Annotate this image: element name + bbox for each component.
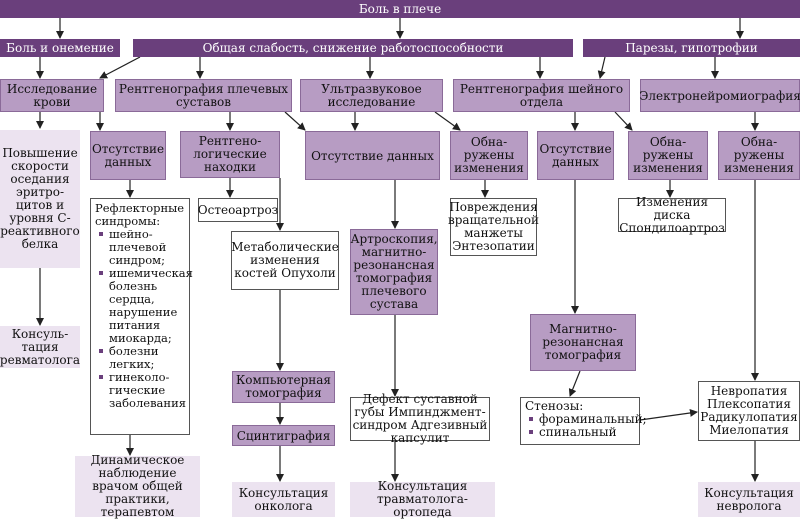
- reflex-title: Рефлекторные синдромы:: [95, 201, 185, 228]
- test-label: Электронейромиография: [639, 88, 800, 103]
- osteoarthrosis-box: Остеоартроз: [198, 198, 278, 222]
- no-data-text: Отсутствие данных: [91, 141, 165, 169]
- xray-findings-text: Рентгено­логические находки: [193, 134, 267, 174]
- metabolic-text: Метаболические изменения костей Опухоли: [231, 240, 339, 280]
- test-label: Ультразвуковое исследование: [321, 81, 422, 109]
- no-data-text: Отсутствие данных: [311, 148, 434, 163]
- category-paresis: Парезы, гипотрофии: [583, 39, 800, 57]
- reflex-item: болезни легких;: [99, 345, 193, 371]
- mri-box: Магнитно-резонансная томография: [530, 314, 636, 371]
- stenosis-item: спинальный: [529, 426, 647, 439]
- traumatologist-box: Консультация травматолога-ортопеда: [350, 479, 495, 519]
- arthroscopy-box: Артроскопия, магнитно-резонансная томогр…: [350, 229, 438, 315]
- disc-text: Изменения диска Спондилоартроз: [619, 194, 725, 235]
- neurologist-text: Консультация невролога: [704, 485, 794, 513]
- labrum-text: Дефект суставной губы Импинджмент-синдро…: [352, 392, 488, 445]
- stenosis-box: Стенозы: фораминальный; спинальный: [520, 397, 647, 445]
- stenosis-item: фораминальный;: [529, 412, 647, 426]
- rheumatologist-box: Консуль­тация ревматолога: [0, 326, 80, 368]
- test-label: Рентгенография шейного отдела: [459, 81, 624, 109]
- ct-box: Компьютерная томография: [232, 371, 335, 403]
- mri-text: Магнитно-резонансная томография: [542, 322, 624, 362]
- disc-box: Изменения диска Спондилоартроз: [618, 194, 726, 235]
- xray-shoulder-box: Рентгенография плечевых суставов: [115, 79, 292, 112]
- scintigraphy-box: Сцинтиграфия: [232, 425, 335, 446]
- category-label: Парезы, гипотрофии: [625, 41, 758, 55]
- no-data-box-2: Отсутствие данных: [305, 131, 440, 180]
- blood-result-box: Повышение скорости оседания эритро­цитов…: [0, 130, 80, 268]
- reflex-item: шейно-плечевой синдром;: [99, 228, 193, 267]
- observation-box: Динамическое наблюдение врачом общей пра…: [75, 453, 200, 519]
- cuff-text: Повреждения вращательной манжеты Энтезоп…: [447, 200, 540, 253]
- blood-test-box: Исследование крови: [0, 79, 104, 112]
- stenosis-title: Стенозы:: [525, 399, 584, 413]
- top-complaint-label: Боль в плече: [358, 2, 442, 16]
- changes-text: Обна­ружены изменения: [454, 135, 524, 175]
- oncologist-text: Консультация онколога: [238, 485, 329, 513]
- changes-box-2: Обна­ружены изменения: [628, 131, 708, 180]
- ultrasound-box: Ультразвуковое исследование: [300, 79, 443, 112]
- xray-findings-box: Рентгено­логические находки: [180, 131, 280, 178]
- neuro-diagnosis-box: Невропатия Плексопатия Радикулопатия Мие…: [698, 381, 800, 441]
- arthroscopy-text: Артроскопия, магнитно-резонансная томогр…: [350, 232, 438, 311]
- enmg-box: Электронейромиография: [639, 79, 800, 112]
- oncologist-box: Консультация онколога: [232, 482, 335, 517]
- category-pain-numbness: Боль и онемение: [0, 39, 120, 57]
- top-complaint: Боль в плече: [0, 0, 800, 18]
- xray-neck-box: Рентгенография шейного отдела: [453, 79, 630, 112]
- changes-text: Обна­ружены изменения: [724, 135, 794, 175]
- category-label: Общая слабость, снижение работоспособнос…: [202, 41, 504, 55]
- changes-box-1: Обна­ружены изменения: [450, 131, 528, 180]
- reflex-list: шейно-плечевой синдром; ишемическая боле…: [95, 228, 193, 410]
- category-label: Боль и онемение: [6, 41, 114, 55]
- blood-result-text: Повышение скорости оседания эритро­цитов…: [0, 146, 80, 251]
- no-data-text: Отсутствие данных: [539, 141, 612, 169]
- labrum-box: Дефект суставной губы Импинджмент-синдро…: [350, 393, 490, 445]
- no-data-box-3: Отсутствие данных: [537, 131, 614, 180]
- reflex-syndromes-box: Рефлекторные синдромы: шейно-плечевой си…: [90, 198, 193, 435]
- observation-text: Динамическое наблюдение врачом общей пра…: [90, 453, 185, 519]
- neuro-diagnosis-text: Невропатия Плексопатия Радикулопатия Мие…: [700, 384, 798, 437]
- rheumatologist-text: Консуль­тация ревматолога: [0, 326, 81, 367]
- reflex-item: гинеколо­гические заболевания: [99, 371, 193, 410]
- scintigraphy-text: Сцинтиграфия: [236, 428, 331, 443]
- test-label: Рентгенография плечевых суставов: [118, 81, 289, 109]
- stenosis-list: фораминальный; спинальный: [525, 413, 647, 439]
- ct-text: Компьютерная томография: [236, 373, 331, 400]
- neurologist-box: Консультация невролога: [698, 482, 800, 517]
- no-data-box-1: Отсутствие данных: [90, 131, 166, 180]
- reflex-item: ишемическая болезнь сердца, нарушение пи…: [99, 266, 193, 345]
- category-weakness: Общая слабость, снижение работоспособнос…: [133, 39, 573, 57]
- metabolic-box: Метаболические изменения костей Опухоли: [231, 231, 339, 290]
- osteoarthrosis-text: Остеоартроз: [197, 203, 279, 217]
- cuff-box: Повреждения вращательной манжеты Энтезоп…: [447, 198, 540, 256]
- traumatologist-text: Консультация травматолога-ортопеда: [377, 479, 468, 519]
- changes-text: Обна­ружены изменения: [633, 135, 703, 175]
- changes-box-3: Обна­ружены изменения: [718, 131, 800, 180]
- test-label: Исследование крови: [6, 81, 98, 109]
